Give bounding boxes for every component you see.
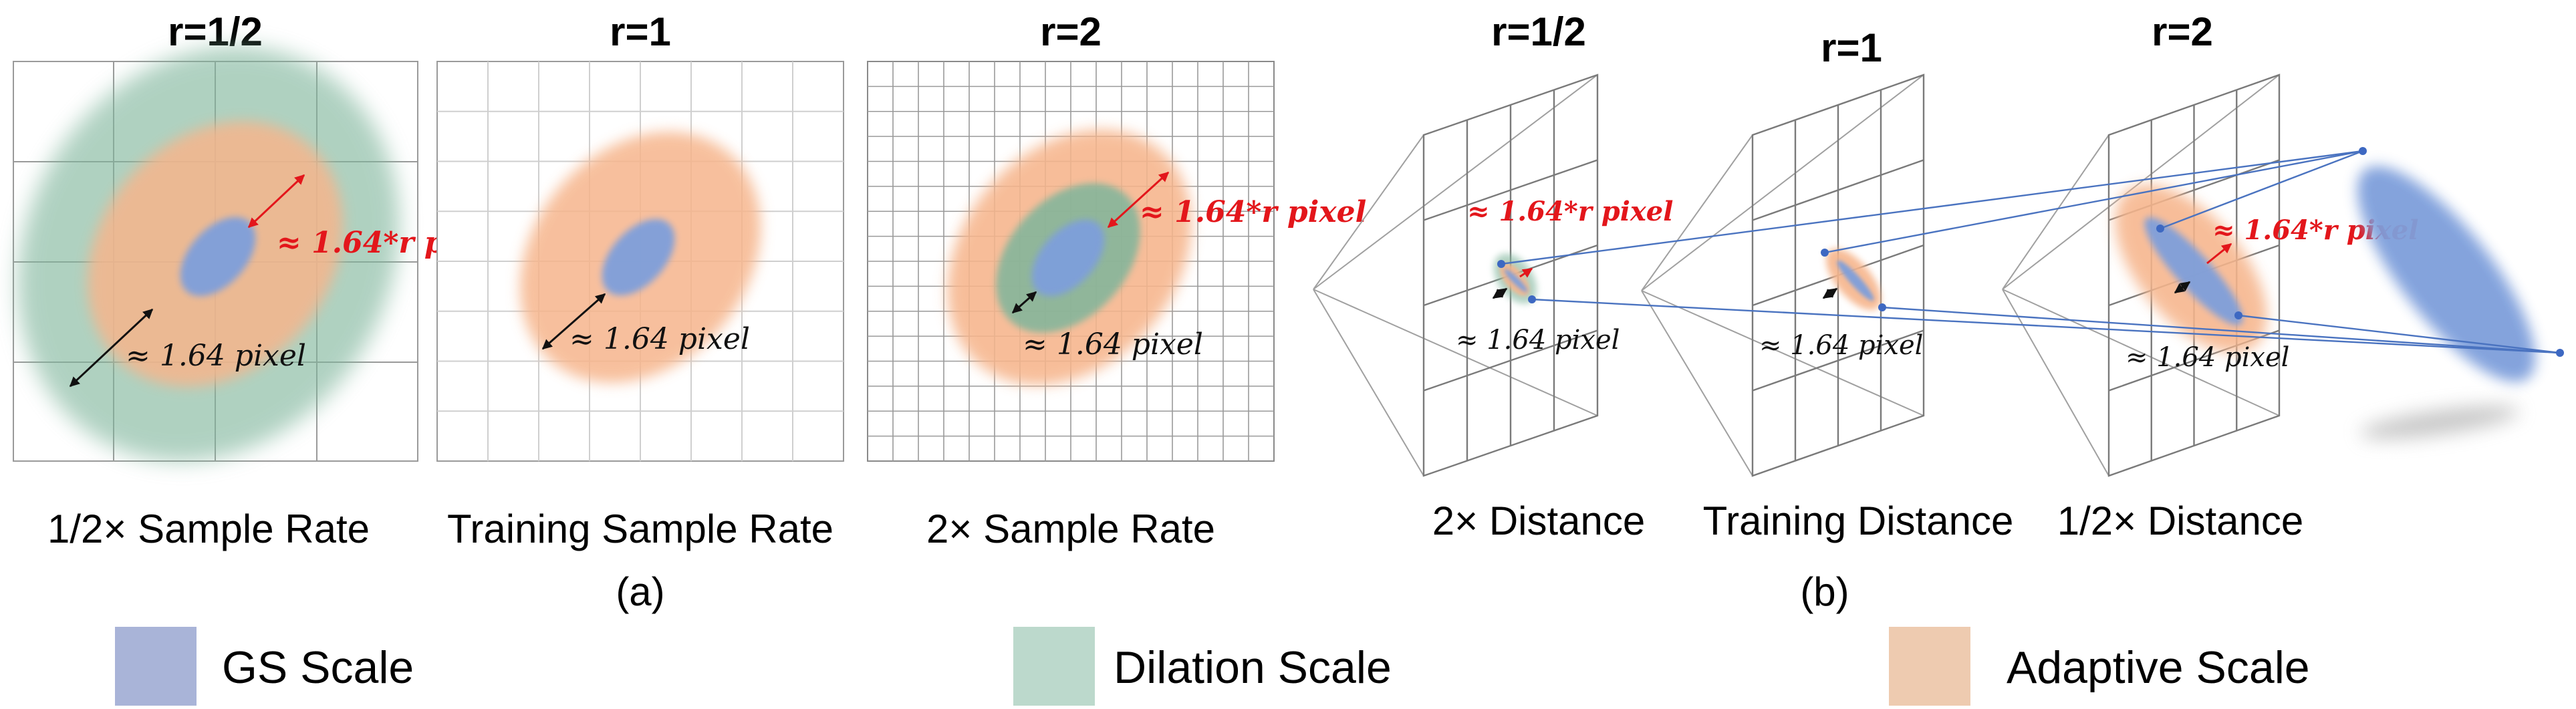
cell-caption: 2× Distance [1432,499,1646,543]
legend-swatch [115,627,197,706]
panel-a-cell-training-rate: r=1 ≈ 1.64 pixel Training Sample Rate [436,9,844,551]
black-note: ≈ 1.64 pixel [126,339,306,373]
legend-swatch [1013,627,1095,706]
adaptive-margin-arrow [1519,267,1533,278]
red-note: ≈ 1.64*r pixel [1467,196,1673,227]
dilation-margin-arrow [1492,287,1508,299]
legend-item-adaptive-scale: Adaptive Scale [1889,627,2310,706]
view-frustum [1313,74,1598,476]
panel-b: r=1/2 ≈ 1.64*r pixel ≈ 1.6 [1313,9,2564,614]
projection-rays [1501,150,2561,354]
panel-a-cell-double-rate: r=2 ≈ 1.64*r pixel ≈ 1.64 pixel 2× Sampl… [867,9,1366,551]
cell-title: r=2 [2152,9,2213,54]
panel-b-label: (b) [1800,569,1849,614]
gaussian-3d [2357,166,2536,382]
cell-caption: Training Sample Rate [447,507,833,551]
panel-b-cell-double-distance: r=1/2 ≈ 1.64*r pixel ≈ 1.6 [1313,9,1673,543]
black-note: ≈ 1.64 pixel [1456,325,1620,356]
gs-scale-ellipse [180,217,256,297]
dilation-margin-arrow [2174,281,2191,294]
gs-scale-ellipse [602,219,675,296]
pixel-grid [868,61,1274,461]
cell-caption: 2× Sample Rate [926,507,1215,551]
adaptive-margin-arrow [1822,287,1838,299]
panel-a: r=1/2 ≈ 1.64*r pixel ≈ 1.64 pixel 1/2× S… [13,9,1366,614]
adaptive-margin-arrow [1107,171,1170,229]
cell-title: r=1 [610,9,671,54]
panel-b-cell-training-distance: r=1 ≈ 1.64 pixel Training Distance [1641,25,2014,543]
red-note: ≈ 1.64*r pixel [1140,195,1366,229]
legend-item-gs-scale: GS Scale [115,627,414,706]
legend-label: Dilation Scale [1114,642,1392,693]
legend: GS Scale Dilation Scale Adaptive Scale [115,627,2310,706]
legend-item-dilation-scale: Dilation Scale [1013,627,1392,706]
black-note: ≈ 1.64 pixel [1759,330,1923,361]
black-note: ≈ 1.64 pixel [569,322,750,356]
gs-scale-ellipse [2144,217,2243,325]
panel-a-label: (a) [616,569,664,614]
cell-caption: 1/2× Sample Rate [47,507,370,551]
black-note: ≈ 1.64 pixel [1023,327,1203,362]
cell-title: r=2 [1040,9,1102,54]
adaptive-margin-arrow [247,174,305,229]
cell-caption: Training Distance [1703,499,2014,543]
black-note: ≈ 1.64 pixel [2126,342,2289,373]
ray-endpoints [1497,147,2564,357]
legend-swatch [1889,627,1970,706]
gs-scale-ellipse [1504,269,1528,293]
cell-title: r=1 [1821,25,1882,70]
cell-caption: 1/2× Distance [2057,499,2304,543]
dilation-margin-arrow [69,308,154,388]
gs-scale-ellipse [1837,260,1874,301]
panel-a-cell-half-rate: r=1/2 ≈ 1.64*r pixel ≈ 1.64 pixel 1/2× S… [13,9,503,551]
adaptive-margin-arrow [2206,243,2232,265]
view-frustum [1641,74,1924,476]
cell-title: r=1/2 [168,9,263,54]
gaussian-shadow [2360,406,2519,439]
cell-title: r=1/2 [1491,9,1586,54]
legend-label: Adaptive Scale [2007,642,2310,693]
dilation-margin-arrow [1011,291,1037,314]
legend-label: GS Scale [222,642,414,693]
adaptive-margin-arrow [541,293,606,350]
view-frustum [2002,74,2280,476]
panel-b-cell-half-distance: r=2 ≈ 1.64*r pixel ≈ 1.64 pixel [2002,9,2418,543]
gs-scale-ellipse [1031,219,1105,297]
